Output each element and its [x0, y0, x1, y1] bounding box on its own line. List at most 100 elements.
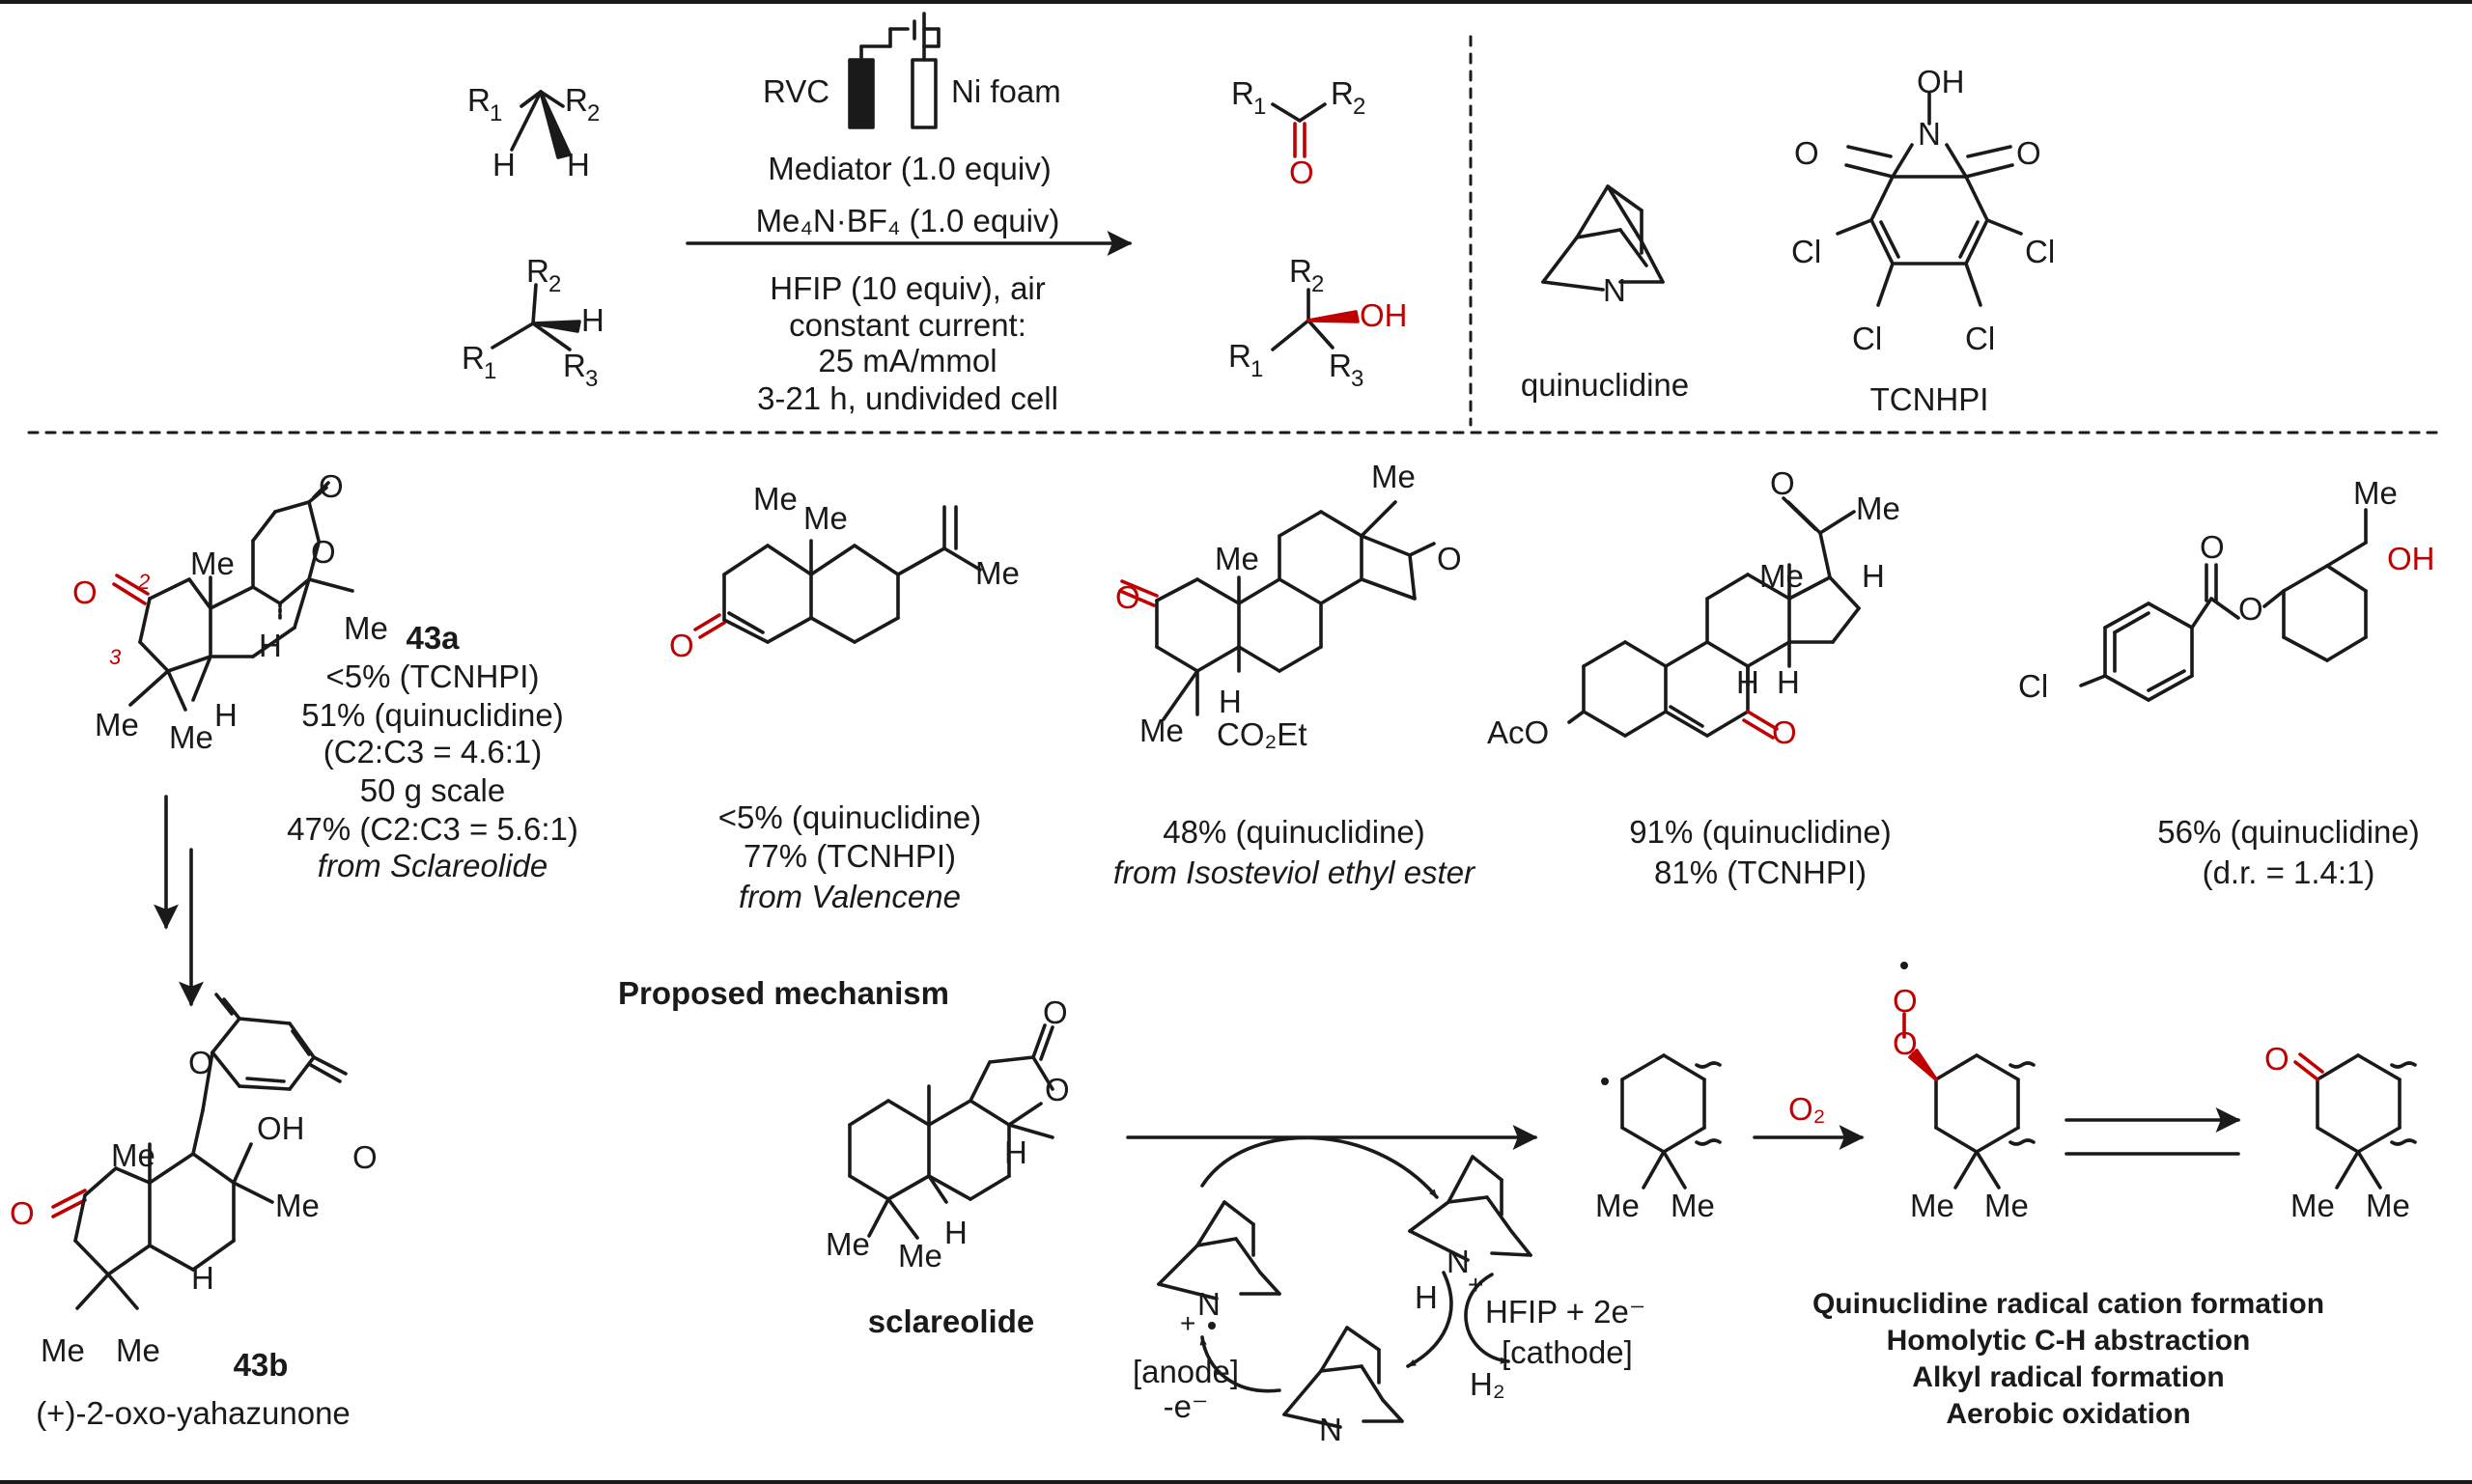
ester-cl: Cl	[2018, 668, 2048, 704]
quin-radical-dot	[1208, 1322, 1216, 1330]
step-1: Quinuclidine radical cation formation	[1812, 1288, 2324, 1320]
sclareolide-me-2: Me	[898, 1238, 942, 1274]
structure-sclareolide	[848, 1023, 1054, 1240]
sub2-r3: R	[563, 348, 586, 383]
alkyl-radical-dot	[1601, 1078, 1609, 1085]
43a-o-lactone-ring: O	[311, 534, 336, 570]
ester-line-1: 56% (quinuclidine)	[2157, 814, 2420, 850]
structure-43a	[112, 481, 354, 712]
steroid-h-3: H	[1777, 664, 1800, 700]
ketone-me-2: Me	[2366, 1188, 2410, 1223]
isosteviol-o-ketone: O	[1437, 541, 1462, 576]
quin-neutral-bottom	[1282, 1326, 1404, 1429]
sub1-h1: H	[492, 147, 516, 182]
ester-o-ether: O	[2238, 591, 2263, 627]
43b-me-ring: Me	[111, 1137, 155, 1173]
quinuclidinium-h: H	[1415, 1279, 1438, 1315]
valencene-me-2: Me	[803, 500, 848, 536]
condition-4: constant current:	[789, 307, 1026, 343]
steroid-o-acetyl: O	[1770, 465, 1795, 501]
quinuclidinium-charge: +	[1468, 1270, 1483, 1300]
43a-pos-3: 3	[109, 645, 122, 669]
peroxyl-me-2: Me	[1984, 1188, 2029, 1223]
cathode-reagent: HFIP + 2e⁻	[1485, 1294, 1645, 1330]
h2-label: H₂	[1470, 1366, 1505, 1402]
alkyl-radical-ring	[1620, 1053, 1722, 1190]
43b-h: H	[191, 1260, 214, 1296]
cycle-arc-top	[1200, 1135, 1439, 1199]
structure-43b	[51, 993, 348, 1310]
step-4: Aerobic oxidation	[1946, 1398, 2190, 1430]
sub1-r2: R	[565, 82, 588, 118]
sclareolide-label: sclareolide	[868, 1303, 1034, 1339]
sub2-h: H	[581, 302, 604, 338]
mechanism-title: Proposed mechanism	[618, 975, 949, 1011]
electrode-right-label: Ni foam	[951, 73, 1061, 109]
sub2-r2-sub: 2	[548, 271, 561, 297]
steroid-me-ring: Me	[1759, 558, 1804, 594]
isosteviol-line-1: 48% (quinuclidine)	[1163, 814, 1425, 850]
prod1-r2: R	[1331, 75, 1354, 111]
tcnhpi-label: TCNHPI	[1870, 381, 1989, 417]
43a-o-ketone: O	[72, 574, 98, 610]
structure-isosteviol	[1118, 500, 1436, 721]
sclareolide-h-top: H	[1004, 1134, 1027, 1170]
prod1-r1: R	[1231, 75, 1254, 111]
peroxyl-o-2: O	[1893, 983, 1918, 1019]
step-2: Homolytic C-H abstraction	[1887, 1325, 2251, 1357]
steroid-o-red: O	[1772, 714, 1797, 750]
43a-o-lactone-carbonyl: O	[319, 468, 344, 504]
valencene-line-3: from Valencene	[739, 879, 961, 914]
sub1-r2-sub: 2	[587, 100, 600, 126]
43a-line-1: <5% (TCNHPI)	[326, 658, 540, 694]
valencene-me-3: Me	[975, 555, 1020, 591]
quin-radical-charge: +	[1180, 1308, 1195, 1338]
o2-label: O₂	[1788, 1091, 1825, 1127]
valencene-line-2: 77% (TCNHPI)	[744, 838, 956, 874]
tcnhpi-o1: O	[1794, 135, 1819, 171]
prod2-r2-sub: 2	[1311, 271, 1324, 297]
electrode-left-label: RVC	[763, 73, 829, 109]
43b-name: (+)-2-oxo-yahazunone	[36, 1395, 351, 1431]
ester-o-carbonyl: O	[2200, 529, 2225, 565]
step-3: Alkyl radical formation	[1912, 1361, 2224, 1393]
ketone-ring	[2293, 1052, 2417, 1190]
isosteviol-o-red: O	[1115, 579, 1140, 615]
prod2-oh: OH	[1360, 297, 1408, 333]
43b-o-quinone-top: O	[188, 1045, 213, 1080]
quinuclidinium	[1408, 1155, 1532, 1262]
condition-6: 3-21 h, undivided cell	[757, 380, 1058, 416]
anode-label: [anode]	[1133, 1354, 1239, 1389]
alkyl-me-1: Me	[1595, 1188, 1640, 1223]
isosteviol-h: H	[1219, 684, 1242, 719]
peroxyl-ring	[1902, 1012, 2036, 1190]
sclareolide-me-1: Me	[826, 1226, 870, 1262]
steroid-h-1: H	[1862, 558, 1885, 594]
43b-o-ketone: O	[10, 1195, 35, 1231]
quinuclidine-label: quinuclidine	[1521, 367, 1689, 403]
43a-h-top: H	[259, 628, 282, 663]
sub2-r1-sub: 1	[484, 358, 496, 384]
isosteviol-me-bottom: Me	[1139, 713, 1184, 748]
quin-bottom-n: N	[1319, 1412, 1342, 1447]
product-alcohol	[1271, 288, 1360, 351]
product-ketone	[1271, 102, 1327, 158]
condition-3: HFIP (10 equiv), air	[770, 270, 1046, 306]
prod1-r1-sub: 1	[1253, 94, 1266, 120]
anode-electron: -e⁻	[1164, 1388, 1209, 1424]
quinuclidine-n: N	[1603, 272, 1626, 308]
43a-line-4: 50 g scale	[360, 772, 505, 808]
43b-me-right: Me	[275, 1188, 320, 1223]
peroxyl-o-1: O	[1893, 1025, 1918, 1061]
steroid-line-2: 81% (TCNHPI)	[1654, 854, 1867, 890]
43b-me-bottom-right: Me	[116, 1332, 160, 1368]
steroid-me-acetyl: Me	[1856, 490, 1900, 526]
ketone-me-1: Me	[2290, 1188, 2335, 1223]
alkyl-me-2: Me	[1671, 1188, 1715, 1223]
structure-steroid	[1567, 496, 1861, 740]
43a-line-3: (C2:C3 = 4.6:1)	[323, 734, 543, 770]
ketone-o: O	[2264, 1041, 2289, 1077]
43a-h-bottom: H	[214, 697, 238, 733]
sclareolide-o-ring: O	[1045, 1072, 1070, 1107]
